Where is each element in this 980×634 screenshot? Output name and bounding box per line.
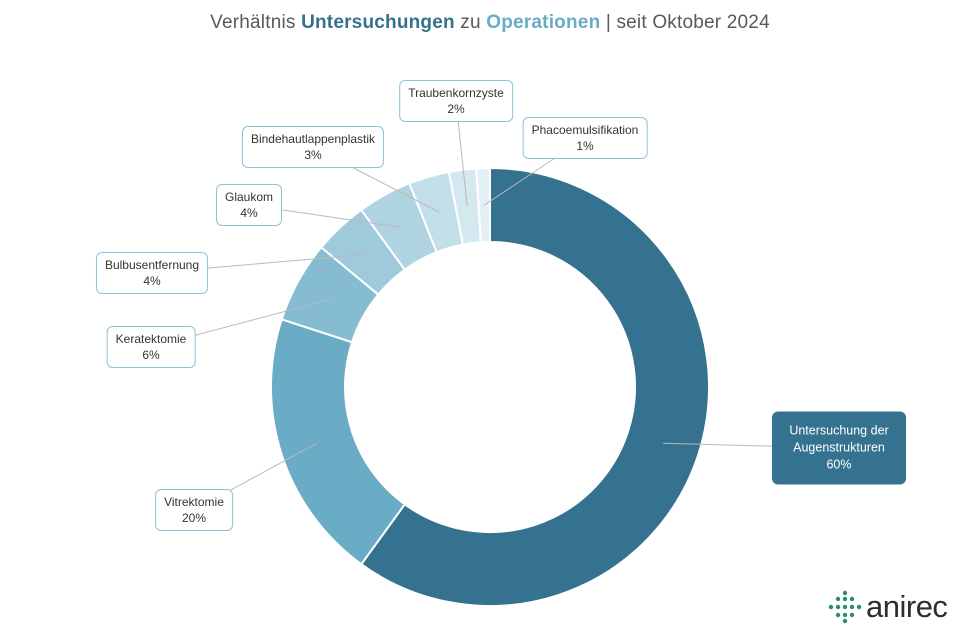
- slice-vitrektomie: [270, 318, 407, 566]
- title-part-5: | seit Oktober 2024: [600, 12, 770, 33]
- slice-label-name: Bindehautlappenplastik: [250, 132, 376, 146]
- slice-label-name: Untersuchung der Augenstrukturen: [789, 423, 889, 455]
- slice-label: Untersuchung der Augenstrukturen 60%: [772, 411, 906, 485]
- title-highlight-operationen: Operationen: [486, 12, 601, 33]
- slice-label-name: Keratektomie: [115, 332, 187, 346]
- slice-label-value: 20%: [181, 511, 207, 525]
- slice-label-value: 4%: [240, 206, 258, 220]
- chart-title: Verhältnis Untersuchungen zu Operationen…: [0, 12, 980, 34]
- slice-label-name: Vitrektomie: [164, 495, 224, 509]
- slice-label-value: 60%: [826, 457, 852, 472]
- slice-label-name: Glaukom: [224, 190, 274, 204]
- slice-label-value: 3%: [304, 148, 322, 162]
- slice-label: Glaukom 4%: [215, 184, 283, 226]
- donut-slices: [270, 166, 710, 607]
- title-highlight-untersuchungen: Untersuchungen: [301, 12, 455, 33]
- slice-label-value: 2%: [447, 102, 465, 116]
- slice-label: Phacoemulsifikation 1%: [522, 117, 648, 159]
- slice-label-value: 1%: [576, 139, 594, 153]
- title-part-1: Verhältnis: [210, 12, 302, 33]
- slice-phacoemulsifikation: [475, 166, 491, 244]
- title-part-3: zu: [454, 12, 487, 33]
- slice-label: Vitrektomie 20%: [155, 489, 233, 531]
- slice-label: Traubenkornzyste 2%: [399, 80, 513, 122]
- slice-untersuchung-der-augenstrukturen: [359, 166, 710, 607]
- slice-label: Bulbusentfernung 4%: [95, 252, 209, 294]
- slice-label-value: 6%: [142, 348, 160, 362]
- anirec-logo: anirec: [828, 589, 948, 624]
- slice-label: Bindehautlappenplastik 3%: [241, 126, 385, 168]
- slice-label-name: Bulbusentfernung: [104, 258, 200, 272]
- slice-label: Keratektomie 6%: [106, 326, 196, 368]
- slice-label-value: 4%: [143, 274, 161, 288]
- logo-text: anirec: [866, 589, 948, 624]
- slice-label-name: Traubenkornzyste: [408, 86, 504, 100]
- dot-grid-icon: [828, 590, 862, 624]
- slice-label-name: Phacoemulsifikation: [531, 123, 639, 137]
